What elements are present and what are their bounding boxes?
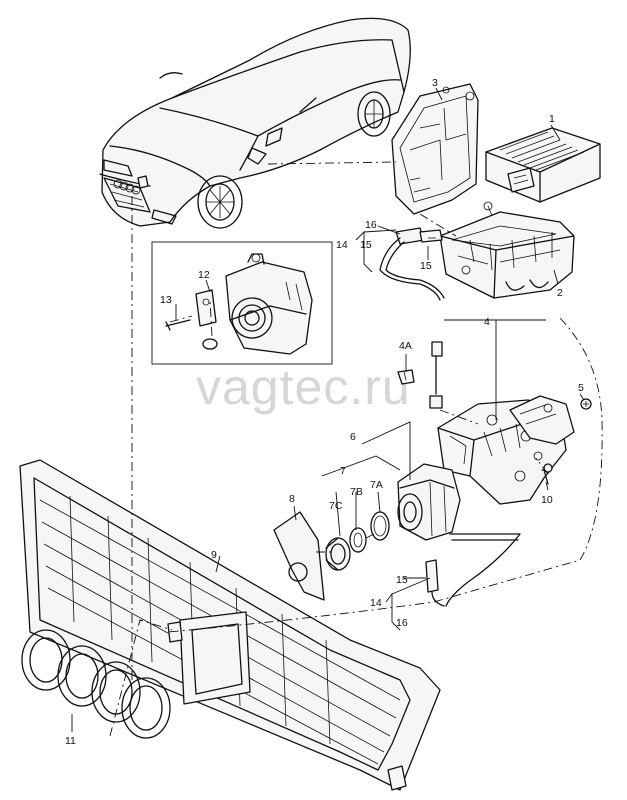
callout-5: 5 [578, 382, 584, 394]
callout-9: 9 [211, 549, 217, 561]
callout-3: 3 [432, 77, 438, 89]
callout-14-bottom: 14 [370, 597, 382, 609]
callout-4: 4 [484, 316, 490, 328]
wiring-harness-bottom [425, 533, 521, 607]
callout-6: 6 [350, 431, 356, 443]
callout-2: 2 [557, 287, 563, 299]
callout-12: 12 [198, 269, 210, 281]
callout-7b: 7B [350, 486, 363, 498]
part-8-cover-plate [273, 511, 325, 601]
part-11-emblem-rings [21, 629, 171, 739]
callout-7c: 7C [329, 500, 343, 512]
part-1-control-unit [485, 127, 601, 203]
inset-detail-box [151, 241, 333, 365]
callout-8: 8 [289, 493, 295, 505]
part-10-screw [541, 463, 553, 485]
callout-14-top: 14 [336, 239, 348, 251]
part-4a-clip [397, 341, 443, 409]
callout-7a: 7A [370, 479, 383, 491]
car-illustration [99, 17, 411, 229]
part-4-bracket [437, 395, 575, 505]
part-7a-seal-ring [370, 511, 390, 541]
callout-13: 13 [160, 294, 172, 306]
part-2-housing [439, 201, 575, 299]
part-6-camera-assembly [397, 463, 461, 541]
watermark-text: vagtec.ru [196, 359, 411, 415]
callout-10: 10 [541, 494, 553, 506]
callout-15-bottom: 15 [396, 574, 408, 586]
callout-16-bottom: 16 [396, 617, 408, 629]
callout-labels: 1 2 3 4 4A 5 6 7 7A 7B 7C 8 9 10 11 12 1… [65, 77, 584, 747]
leader-lines [71, 87, 603, 737]
callout-4a: 4A [399, 340, 412, 352]
callout-7: 7 [340, 465, 346, 477]
part-9-grille [19, 459, 441, 791]
callout-15-top-a: 15 [360, 239, 372, 251]
callout-11: 11 [65, 735, 76, 747]
part-7b-ring [349, 527, 367, 553]
callout-16-top: 16 [365, 219, 377, 231]
part-3-cover [391, 83, 479, 215]
part-7c-lens-holder [325, 537, 351, 571]
part-5-screw [580, 398, 592, 410]
callout-1: 1 [549, 113, 555, 125]
wiring-harness-top [379, 227, 445, 301]
callout-15-top-b: 15 [420, 260, 432, 272]
